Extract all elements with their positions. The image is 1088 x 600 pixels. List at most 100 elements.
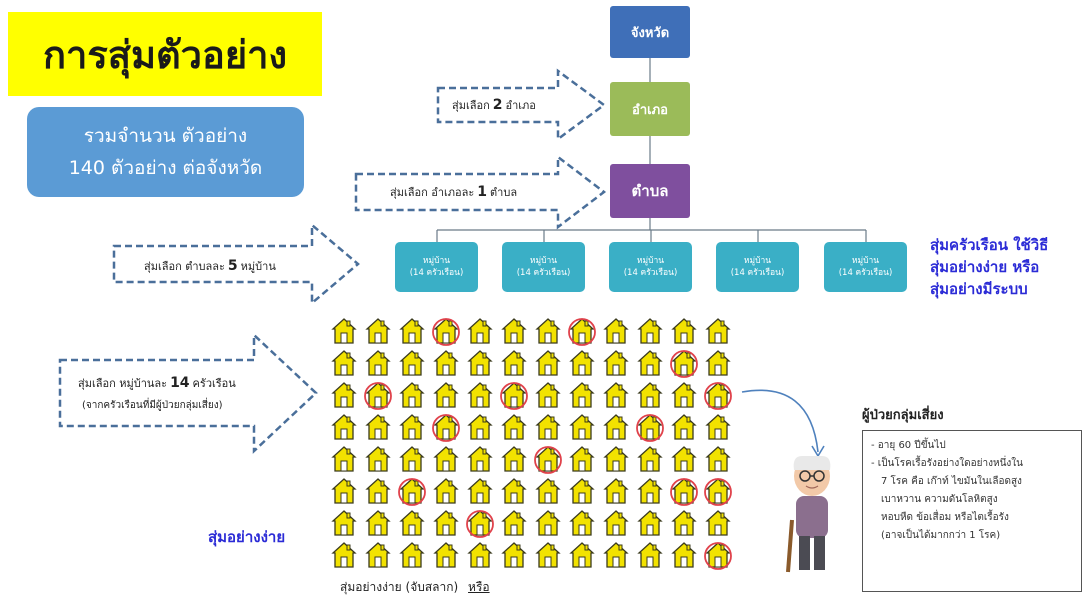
lottery-caption-text: สุ่มอย่างง่าย (จับสลาก) <box>340 580 459 594</box>
village-households: (14 ครัวเรือน) <box>838 268 893 278</box>
house-icon <box>500 508 528 538</box>
house-icon <box>466 348 494 378</box>
house-icon <box>568 412 596 442</box>
house-icon <box>500 444 528 474</box>
selected-house-icon <box>432 412 460 442</box>
house-icon <box>500 476 528 506</box>
village-households: (14 ครัวเรือน) <box>409 268 464 278</box>
house-icon <box>534 508 562 538</box>
house-icon <box>534 476 562 506</box>
village-label: หมู่บ้าน <box>636 256 665 266</box>
house-icon <box>636 540 664 570</box>
village-label: หมู่บ้าน <box>851 256 880 266</box>
curved-arrow-to-patient <box>741 389 819 453</box>
house-icon <box>466 380 494 410</box>
village-label: หมู่บ้าน <box>743 256 772 266</box>
risk-criteria-line: เบาหวาน ความดันโลหิตสูง <box>881 494 998 505</box>
house-icon <box>534 412 562 442</box>
house-icon <box>364 348 392 378</box>
house-icon <box>398 444 426 474</box>
selected-house-icon <box>636 412 664 442</box>
house-icon <box>466 540 494 570</box>
house-icon <box>636 316 664 346</box>
house-icon <box>568 540 596 570</box>
house-icon <box>398 380 426 410</box>
selected-house-icon <box>568 316 596 346</box>
house-icon <box>432 476 460 506</box>
selected-house-icon <box>364 380 392 410</box>
selected-house-icon <box>670 348 698 378</box>
house-icon <box>330 348 358 378</box>
house-icon <box>466 412 494 442</box>
house-icon <box>534 540 562 570</box>
arrow-district-prefix: สุ่มเลือก <box>452 99 490 112</box>
house-icon <box>636 348 664 378</box>
house-icon <box>704 444 732 474</box>
house-icon <box>670 508 698 538</box>
house-icon <box>704 508 732 538</box>
household-method-line1: สุ่มครัวเรือน ใช้วิธี <box>930 236 1049 254</box>
selected-house-icon <box>398 476 426 506</box>
house-icon <box>602 348 630 378</box>
risk-criteria-line: - อายุ 60 ปีขึ้นไป <box>871 440 946 451</box>
house-icon <box>398 348 426 378</box>
house-icon <box>670 540 698 570</box>
house-icon <box>670 316 698 346</box>
selected-house-icon <box>704 476 732 506</box>
house-icon <box>364 508 392 538</box>
village-node: หมู่บ้าน (14 ครัวเรือน) <box>502 242 585 292</box>
house-icon <box>330 476 358 506</box>
arrow-district-number: 2 <box>492 97 503 113</box>
arrow-household-number: 14 <box>170 375 190 391</box>
village-label: หมู่บ้าน <box>529 256 558 266</box>
arrow-village-prefix: สุ่มเลือก ตำบลละ <box>144 260 225 273</box>
village-households: (14 ครัวเรือน) <box>730 268 785 278</box>
village-node: หมู่บ้าน (14 ครัวเรือน) <box>716 242 799 292</box>
province-node: จังหวัด <box>610 6 690 58</box>
house-icon <box>398 540 426 570</box>
arrow-district-suffix: อำเภอ <box>505 99 536 112</box>
selected-house-icon <box>670 476 698 506</box>
selected-house-icon <box>500 380 528 410</box>
house-icon <box>670 412 698 442</box>
household-grid <box>330 316 732 570</box>
house-icon <box>466 316 494 346</box>
risk-group-criteria-box: - อายุ 60 ปีขึ้นไป - เป็นโรคเรื้อรังอย่า… <box>862 430 1082 592</box>
village-households: (14 ครัวเรือน) <box>623 268 678 278</box>
total-sample-box: รวมจำนวน ตัวอย่าง 140 ตัวอย่าง ต่อจังหวั… <box>27 107 304 197</box>
house-icon <box>432 508 460 538</box>
arrow-subdistrict-number: 1 <box>477 184 488 200</box>
house-icon <box>398 508 426 538</box>
district-node: อำเภอ <box>610 82 690 136</box>
village-node: หมู่บ้าน (14 ครัวเรือน) <box>609 242 692 292</box>
house-icon <box>568 380 596 410</box>
house-icon <box>602 380 630 410</box>
house-icon <box>568 508 596 538</box>
house-icon <box>330 316 358 346</box>
arrow-subdistrict-suffix: ตำบล <box>490 186 518 199</box>
selected-house-icon <box>704 380 732 410</box>
subdistrict-node: ตำบล <box>610 164 690 218</box>
village-node: หมู่บ้าน (14 ครัวเรือน) <box>824 242 907 292</box>
arrow-select-district-text: สุ่มเลือก 2 อำเภอ <box>452 93 536 117</box>
arrow-select-household <box>58 332 318 454</box>
house-icon <box>432 540 460 570</box>
village-node: หมู่บ้าน (14 ครัวเรือน) <box>395 242 478 292</box>
house-icon <box>466 444 494 474</box>
house-icon <box>636 476 664 506</box>
house-icon <box>602 540 630 570</box>
page-title-box: การสุ่มตัวอย่าง <box>8 12 322 96</box>
selected-house-icon <box>466 508 494 538</box>
simple-random-label: สุ่มอย่างง่าย <box>208 528 286 546</box>
arrow-household-prefix: สุ่มเลือก หมู่บ้านละ <box>78 377 168 390</box>
village-households: (14 ครัวเรือน) <box>516 268 571 278</box>
house-icon <box>534 316 562 346</box>
total-sample-line2: 140 ตัวอย่าง ต่อจังหวัด <box>68 157 263 179</box>
house-icon <box>704 316 732 346</box>
arrow-select-household-text: สุ่มเลือก หมู่บ้านละ 14 ครัวเรือน <box>78 372 236 394</box>
risk-criteria-line: หอบหืด ข้อเสื่อม หรือไตเรื้อรัง <box>881 512 1009 523</box>
selected-house-icon <box>534 444 562 474</box>
arrow-select-village <box>112 222 360 306</box>
house-icon <box>670 444 698 474</box>
house-icon <box>534 380 562 410</box>
